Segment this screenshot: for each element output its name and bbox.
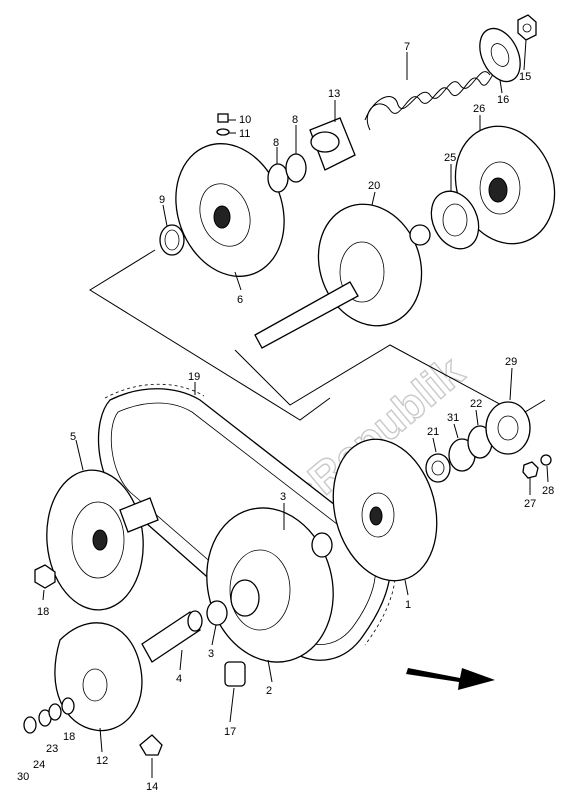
label-part-17: 17	[224, 726, 236, 738]
part-27-28-nuts	[522, 454, 552, 479]
part-number-labels: 1 2 3 3 4 5 6 7 8 8 9 10 11 12 13 14 15 …	[17, 41, 554, 793]
label-part-16: 16	[497, 94, 509, 106]
label-part-18-upper: 18	[37, 606, 49, 618]
part-18-collar	[34, 564, 56, 589]
label-part-12: 12	[96, 755, 108, 767]
label-part-6: 6	[237, 294, 243, 306]
part-17-bushing	[224, 661, 246, 687]
label-part-8-right: 8	[292, 114, 298, 126]
label-part-15: 15	[519, 71, 531, 83]
label-part-13: 13	[328, 88, 340, 100]
part-26-clutch-housing	[454, 125, 556, 245]
label-part-31: 31	[447, 412, 459, 424]
part-9-ring	[159, 224, 185, 256]
label-part-22: 22	[470, 398, 482, 410]
label-part-7: 7	[404, 41, 410, 53]
label-part-5: 5	[70, 431, 76, 443]
belt-teeth	[104, 383, 396, 646]
leader-lines	[42, 39, 549, 778]
part-4-sleeve	[141, 610, 203, 663]
label-part-8-left: 8	[273, 137, 279, 149]
label-part-2: 2	[266, 685, 272, 697]
part-8-orings	[267, 153, 307, 193]
part-16-plate	[479, 27, 521, 83]
part-5-drive-face	[46, 469, 159, 611]
label-part-18-lower: 18	[63, 731, 75, 743]
part-20-driven-pulley	[254, 203, 431, 349]
part-1-movable-sheave	[332, 438, 438, 582]
part-3-rings	[206, 532, 333, 626]
label-part-1: 1	[405, 599, 411, 611]
part-6-sheave	[175, 143, 285, 277]
direction-arrow-icon	[406, 668, 495, 690]
label-part-20: 20	[368, 180, 380, 192]
label-part-21: 21	[427, 426, 439, 438]
label-part-24: 24	[33, 759, 45, 771]
part-14-clip	[139, 734, 163, 756]
label-part-23: 23	[46, 743, 58, 755]
label-part-30: 30	[17, 771, 29, 783]
part-25-clutch-bearing	[430, 190, 480, 250]
label-part-27: 27	[524, 498, 536, 510]
part-13-collar	[309, 117, 356, 171]
label-part-4: 4	[176, 673, 182, 685]
part-2-drive-pulley	[206, 507, 334, 663]
part-21-spacer	[425, 453, 451, 483]
label-part-26: 26	[473, 103, 485, 115]
label-part-25: 25	[444, 152, 456, 164]
label-part-29: 29	[505, 356, 517, 368]
label-part-3-lower: 3	[208, 648, 214, 660]
label-part-14: 14	[146, 781, 158, 793]
part-29-bearing	[485, 401, 531, 455]
part-12-cover	[54, 622, 143, 732]
label-part-10: 10	[239, 114, 251, 126]
guide-lines	[89, 249, 546, 421]
label-part-9: 9	[159, 194, 165, 206]
part-10-11-bolt	[216, 113, 230, 136]
label-part-3-upper: 3	[280, 491, 286, 503]
part-7-spring	[364, 67, 501, 131]
small-washers	[23, 697, 75, 734]
part-15-nut	[517, 14, 537, 41]
label-part-19: 19	[188, 371, 200, 383]
label-part-11: 11	[239, 128, 250, 140]
label-part-28: 28	[542, 485, 554, 497]
